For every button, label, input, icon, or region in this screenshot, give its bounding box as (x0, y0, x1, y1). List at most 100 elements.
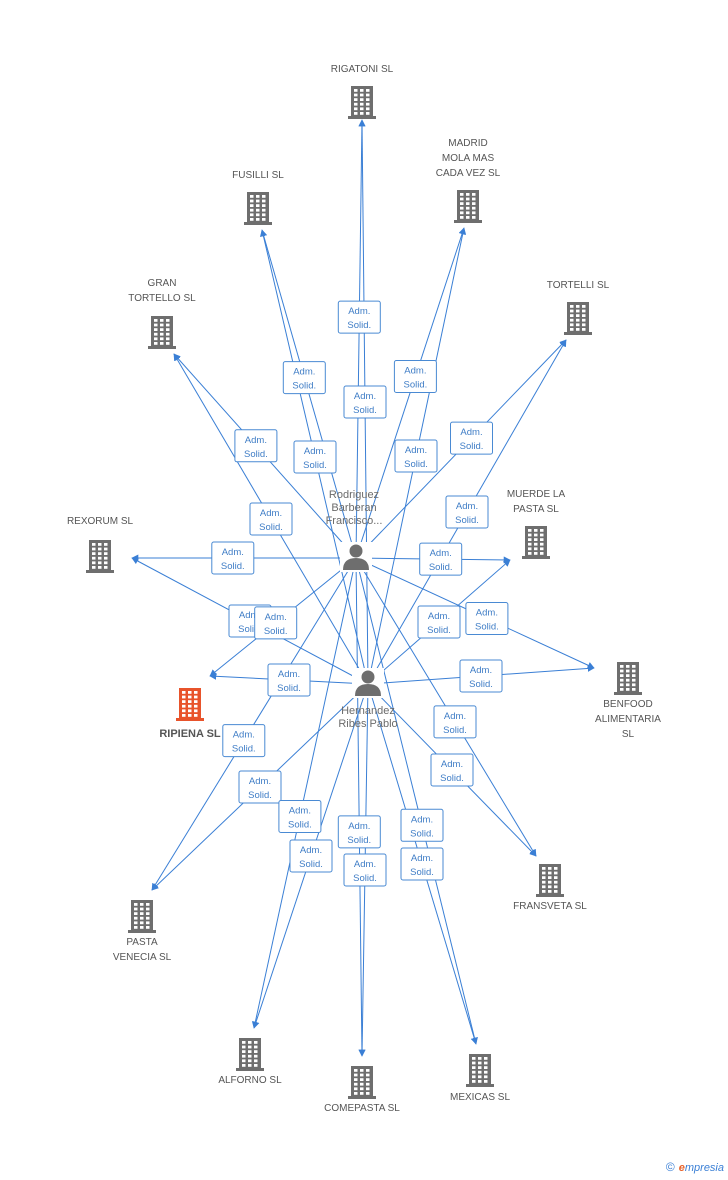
edge-label-line: Adm. (249, 776, 271, 787)
edge-label-line: Solid. (427, 625, 451, 636)
edge-label-line: Adm. (456, 501, 478, 512)
edge-label-p1-rigatoni[interactable]: Adm.Solid. (337, 300, 381, 334)
company-node-rexorum[interactable]: REXORUM SL (67, 516, 134, 573)
edge-label-line: Adm. (470, 665, 492, 676)
edge-label-line: Solid. (353, 873, 377, 884)
edge-label-p1-fransveta[interactable]: Adm. Solid. (433, 705, 477, 739)
edge-label-p1-benfood[interactable]: Adm. Solid. (465, 602, 509, 635)
edge-label-line: Adm. (430, 548, 452, 559)
edge-label-line: Solid. (292, 381, 316, 392)
edge-label-p2-fusilli[interactable]: Adm.Solid. (293, 440, 337, 474)
building-icon (86, 540, 114, 573)
edge-label-line: Solid. (221, 561, 245, 572)
edge-label-p2-fransveta[interactable]: Adm.Solid. (430, 753, 474, 787)
company-node-tortelli[interactable]: TORTELLI SL (547, 280, 610, 335)
edge-label-p1-comepasta[interactable]: Adm.Solid. (337, 815, 381, 849)
edge-label-line: Solid. (455, 515, 479, 526)
company-label: FUSILLI SL (232, 170, 284, 181)
edge-label-p1-muerde[interactable]: Adm. Solid. (419, 542, 463, 576)
edge-label-p2-benfood[interactable]: Adm.Solid. (459, 659, 503, 693)
edge-label-line: Adm. (476, 608, 498, 619)
building-icon (564, 302, 592, 335)
person-node-p1[interactable]: RodriguezBarberanFrancisco... (326, 489, 383, 572)
edge-label-p2-ripiena[interactable]: Adm.Solid. (267, 663, 311, 697)
edge-label-p1-fusilli[interactable]: Adm.Solid. (282, 361, 326, 395)
edge-label-p1-madrid[interactable]: Adm.Solid. (393, 360, 437, 393)
edge-label-line: Solid. (244, 449, 268, 460)
edge-label-p1-tortelli[interactable]: Adm.Solid. (450, 421, 493, 455)
edge-label-line: Adm. (444, 711, 466, 722)
building-icon (466, 1054, 494, 1087)
company-label: PASTA (126, 937, 158, 948)
company-label: MOLA MAS (442, 153, 495, 164)
building-icon (348, 1066, 376, 1099)
edge-label-line: Adm. (260, 508, 282, 519)
edge-label-line: Adm. (441, 759, 463, 770)
building-icon (614, 662, 642, 695)
edge-label-p2-tortelli[interactable]: Adm. Solid. (445, 495, 489, 529)
building-icon (236, 1038, 264, 1071)
company-node-ripiena[interactable]: RIPIENA SL (159, 688, 221, 740)
company-node-comepasta[interactable]: COMEPASTA SL (324, 1066, 400, 1114)
company-node-alforno[interactable]: ALFORNO SL (218, 1038, 282, 1086)
edge-label-line: Adm. (428, 611, 450, 622)
building-icon (176, 688, 204, 721)
person-label: Francisco... (326, 515, 383, 527)
company-label: COMEPASTA SL (324, 1103, 400, 1114)
edge-label-p2-alforno[interactable]: Adm. Solid. (289, 839, 333, 873)
edge-label-line: Solid. (443, 725, 467, 736)
edge-label-line: Solid. (288, 820, 312, 831)
edge-label-line: Adm. (405, 445, 427, 456)
company-label: GRAN (148, 278, 177, 289)
company-label: FRANSVETA SL (513, 901, 587, 912)
edge-label-line: Solid. (429, 562, 453, 573)
company-node-rigatoni[interactable]: RIGATONI SL (331, 64, 394, 119)
footer-brand: ©empresia (666, 1160, 724, 1174)
edge-label-p2-comepasta[interactable]: Adm.Solid. (343, 853, 387, 887)
edge-label-p2-gran[interactable]: Adm. Solid. (249, 502, 293, 536)
person-icon (352, 668, 384, 698)
company-node-fransveta[interactable]: FRANSVETA SL (513, 864, 587, 912)
edge-label-p2-pasta[interactable]: Adm.Solid. (238, 770, 282, 804)
edge-label-p1-pasta[interactable]: Adm.Solid. (222, 724, 266, 758)
edge-label-line: Adm. (354, 391, 376, 402)
company-label: BENFOOD (603, 699, 652, 710)
company-label: PASTA SL (513, 504, 559, 515)
building-icon (348, 86, 376, 119)
edge-label-line: Adm. (411, 814, 433, 825)
edge-label-p1-alforno[interactable]: Adm.Solid. (278, 800, 322, 833)
company-node-mexicas[interactable]: MEXICAS SL (450, 1054, 510, 1103)
edge-label-line: Adm. (300, 845, 322, 856)
edge-label-p2-rigatoni[interactable]: Adm. Solid. (343, 385, 387, 419)
edge-label-p2-madrid[interactable]: Adm.Solid. (394, 439, 438, 473)
edge-label-p2-mexicas[interactable]: Adm.Solid. (400, 847, 444, 881)
edge-label-line: Solid. (259, 522, 283, 533)
brand-logo-text: mpresia (684, 1162, 724, 1174)
edge-label-line: Solid. (299, 859, 323, 870)
edge-label-p2-muerde[interactable]: Adm. Solid. (417, 605, 461, 639)
company-label: RIPIENA SL (159, 728, 221, 740)
edge-label-p1-rexorum[interactable]: Adm.Solid. (211, 541, 255, 575)
edge-label-line: Adm. (348, 821, 370, 832)
company-node-fusilli[interactable]: FUSILLI SL (232, 170, 284, 225)
company-label: ALFORNO SL (218, 1075, 282, 1086)
edge-p1-comepasta (355, 557, 366, 1057)
edge-label-p1-ripiena[interactable]: Adm.Solid. (254, 606, 298, 640)
edge-label-line: Solid. (238, 624, 262, 635)
edge-label-line: Adm. (239, 610, 261, 621)
edge-label-line: Solid. (475, 622, 499, 633)
edge-label-p1-mexicas[interactable]: Adm.Solid. (400, 808, 444, 842)
company-label: TORTELLI SL (547, 280, 610, 291)
copyright-symbol: © (665, 1160, 675, 1174)
building-icon (148, 316, 176, 349)
edge-label-line: Solid. (353, 405, 377, 416)
building-icon (536, 864, 564, 897)
edge-label-p1-gran[interactable]: Adm.Solid. (234, 429, 278, 463)
